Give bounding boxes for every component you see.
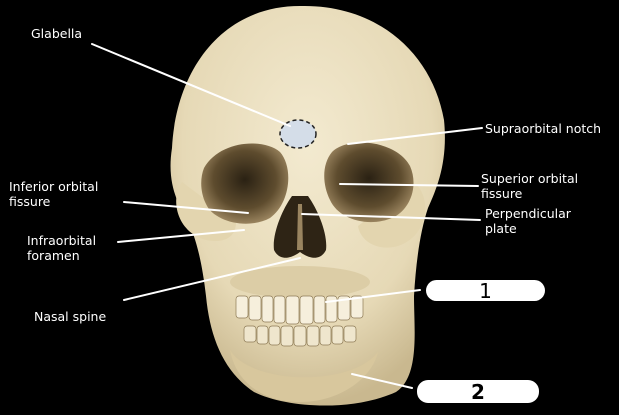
answer-box-1-number: 1 (479, 278, 492, 303)
label-inferior-orbital-fissure-line1: Inferior orbital (9, 179, 99, 194)
label-supraorbital-notch-text: Supraorbital notch (485, 121, 602, 136)
label-superior-orbital-fissure: Superior orbital fissure (481, 171, 578, 201)
label-supraorbital-notch: Supraorbital notch (485, 121, 601, 136)
label-infraorbital-foramen-line1: Infraorbital (27, 233, 97, 248)
answer-box-2[interactable]: 2 (417, 379, 539, 404)
answer-box-2-number: 2 (471, 379, 485, 404)
leader-lines (91, 43, 483, 389)
lower-teeth (243, 325, 357, 347)
label-inferior-orbital-fissure-line2: fissure (9, 194, 51, 209)
upper-teeth (235, 295, 364, 325)
label-glabella-text: Glabella (31, 26, 83, 41)
label-superior-orbital-fissure-line2: fissure (481, 186, 523, 201)
label-inferior-orbital-fissure: Inferior orbital fissure (9, 179, 98, 209)
right-orbit (324, 142, 414, 223)
label-nasal-spine: Nasal spine (34, 309, 106, 324)
label-infraorbital-foramen: Infraorbital foramen (27, 233, 96, 263)
label-perpendicular-plate: Perpendicular plate (485, 206, 571, 236)
left-orbit (201, 143, 289, 224)
label-perpendicular-plate-line1: Perpendicular (485, 206, 571, 221)
label-nasal-spine-text: Nasal spine (34, 309, 107, 324)
answer-box-1[interactable]: 1 (426, 278, 545, 303)
label-superior-orbital-fissure-line1: Superior orbital (481, 171, 579, 186)
label-infraorbital-foramen-line2: foramen (27, 248, 80, 263)
glabella-highlight (279, 119, 317, 149)
label-glabella: Glabella (31, 26, 82, 41)
left-zygoma (176, 182, 236, 242)
label-perpendicular-plate-line2: plate (485, 221, 517, 236)
